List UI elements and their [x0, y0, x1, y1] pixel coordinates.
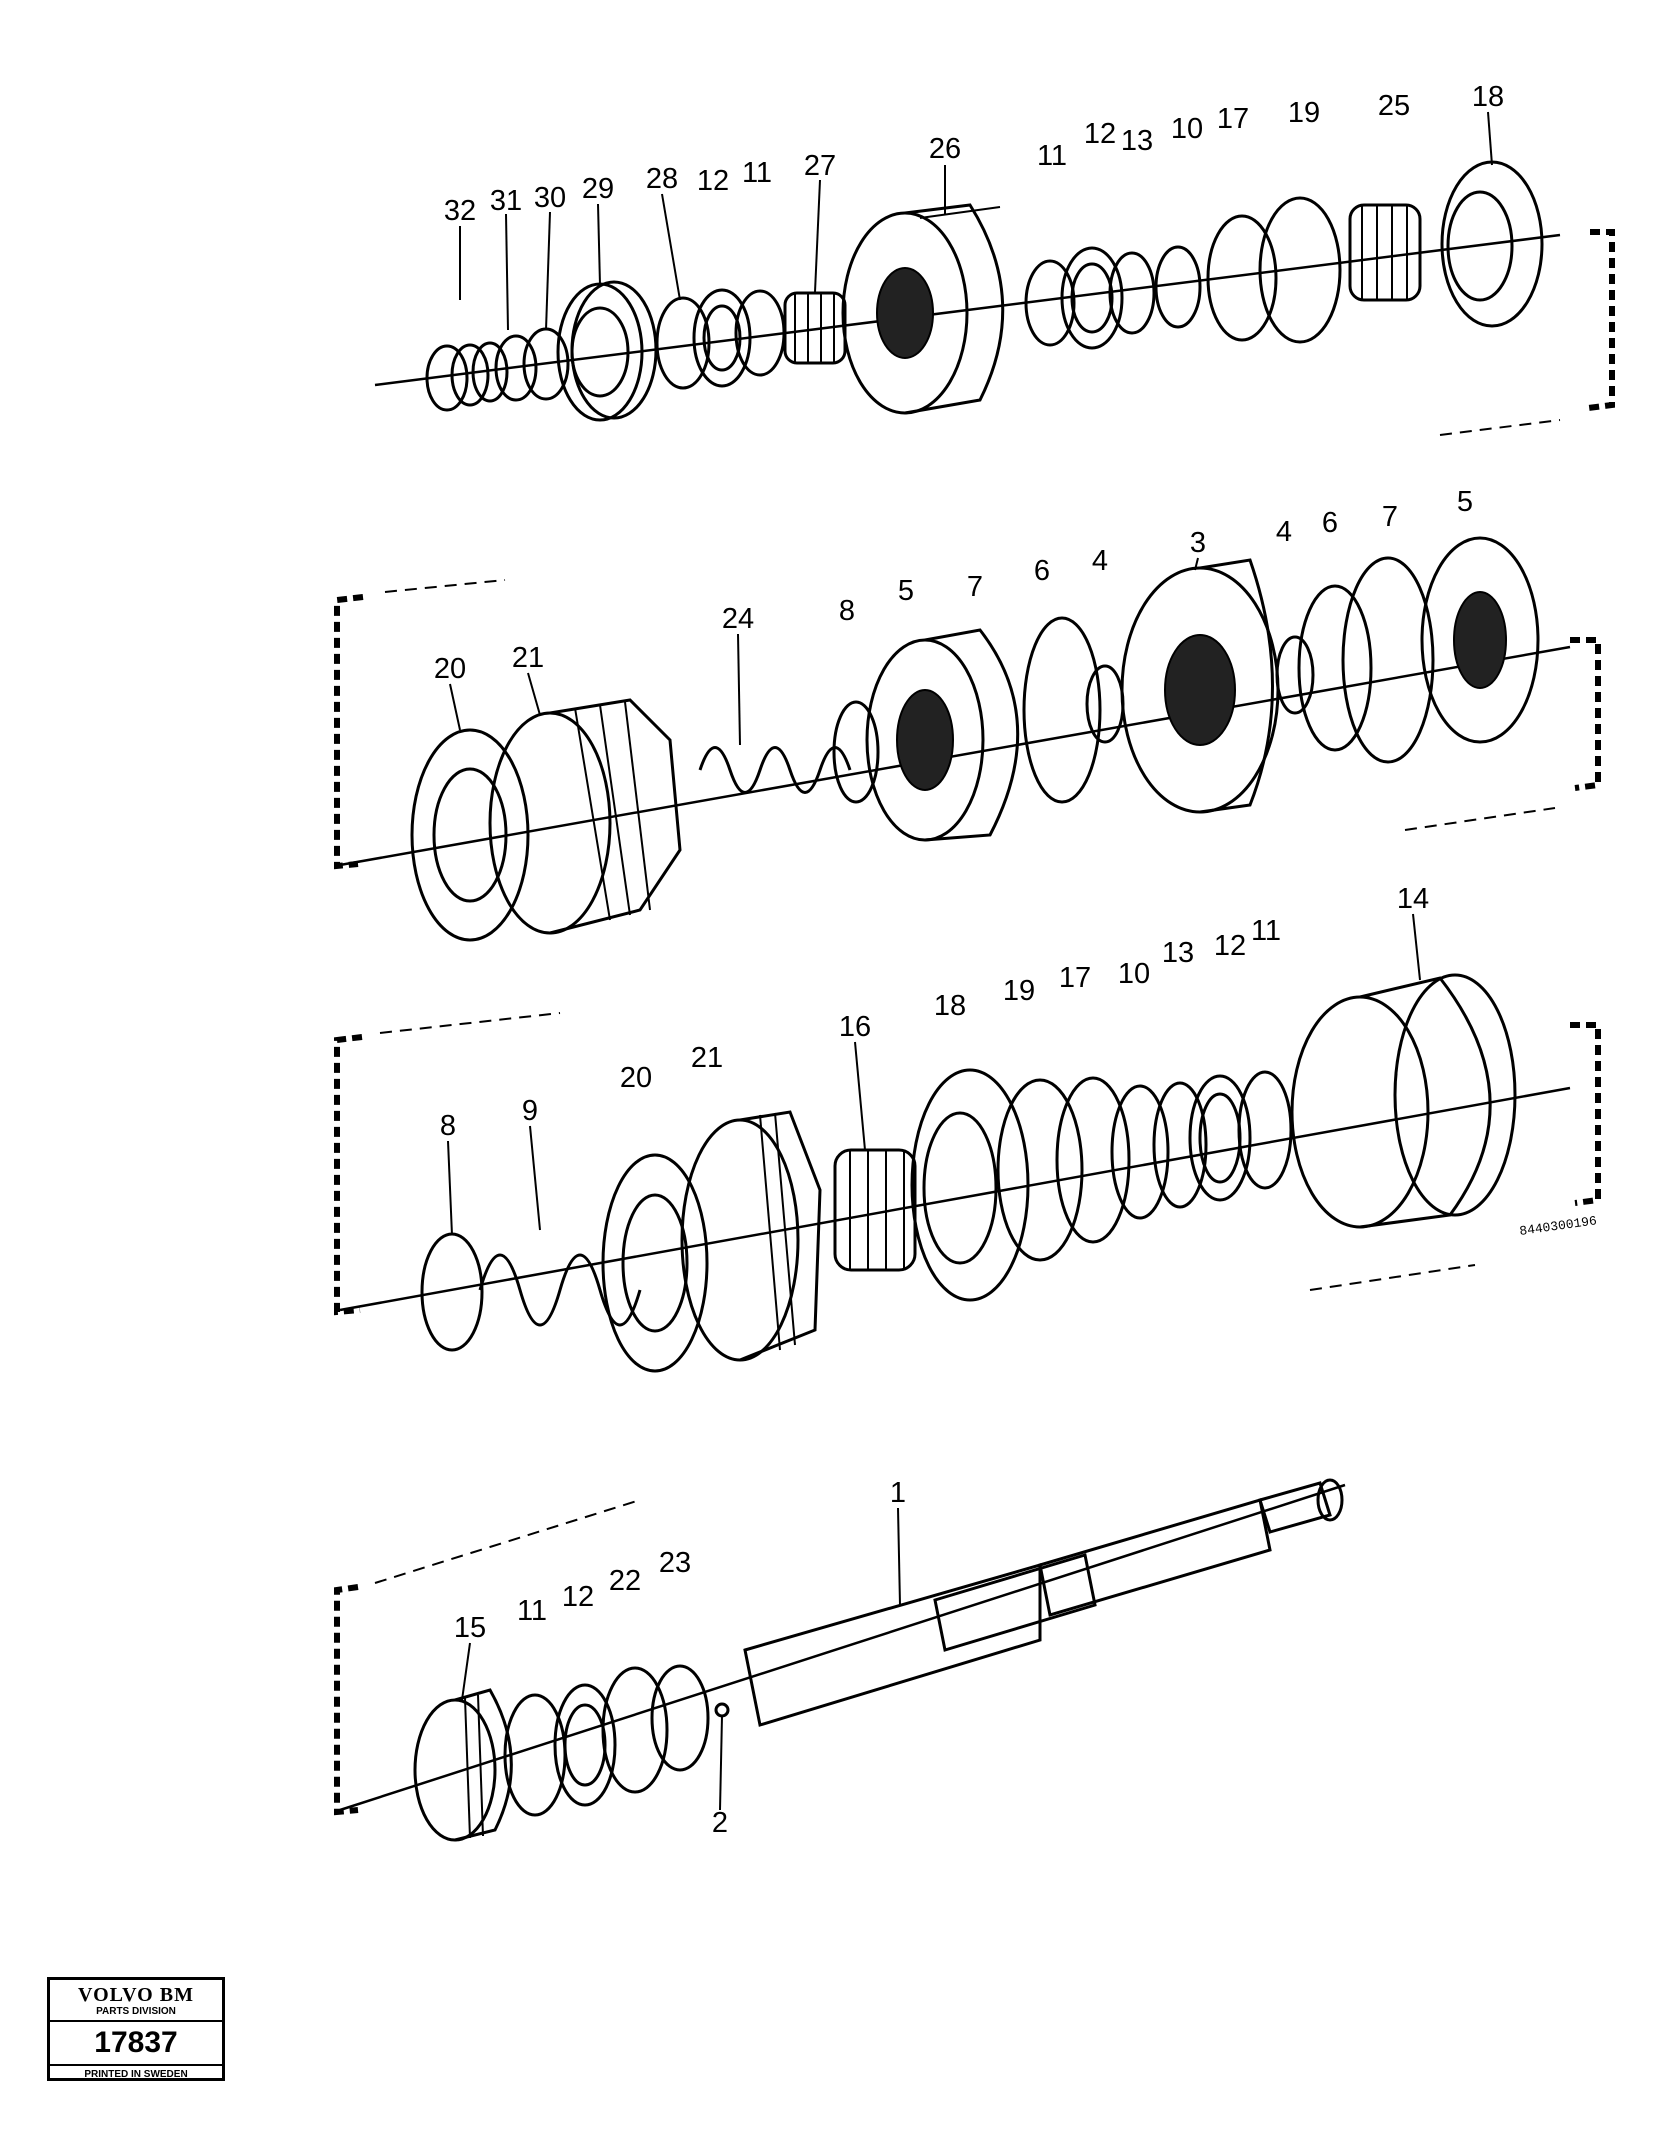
callout-row1-14: 19 — [1288, 97, 1320, 129]
callout-row1-0: 32 — [444, 195, 476, 227]
callout-row1-1: 31 — [490, 185, 522, 217]
callout-row2-0: 20 — [434, 653, 466, 685]
callout-row2-12: 5 — [1457, 486, 1473, 518]
callout-row3-4: 16 — [839, 1011, 871, 1043]
callout-row4-6: 2 — [712, 1807, 728, 1839]
assembly-row-4 — [334, 1478, 1346, 1842]
callout-row3-7: 17 — [1059, 962, 1091, 994]
callout-row3-2: 20 — [620, 1062, 652, 1094]
callout-row1-6: 11 — [742, 157, 772, 189]
callout-row3-9: 13 — [1162, 937, 1194, 969]
callout-row3-5: 18 — [934, 990, 966, 1022]
callout-row2-9: 4 — [1276, 516, 1292, 548]
part-callouts: 32 31 30 29 28 12 11 27 26 11 12 13 10 1… — [434, 81, 1504, 1839]
assembly-row-1 — [374, 160, 1615, 436]
callout-row2-10: 6 — [1322, 507, 1338, 539]
callout-row1-5: 12 — [697, 165, 729, 197]
callout-row1-15: 25 — [1378, 90, 1410, 122]
callout-row1-11: 13 — [1121, 125, 1153, 157]
callout-row3-3: 21 — [691, 1042, 723, 1074]
callout-row4-3: 22 — [609, 1565, 641, 1597]
callout-row1-12: 10 — [1171, 113, 1203, 145]
stamp-division: PARTS DIVISION — [50, 2006, 222, 2022]
drawing-reference-number: 8440300196 — [1518, 1213, 1597, 1239]
callout-row2-1: 21 — [512, 642, 544, 674]
callout-row4-4: 23 — [659, 1547, 691, 1579]
callout-row1-8: 26 — [929, 133, 961, 165]
callout-row4-0: 15 — [454, 1612, 486, 1644]
callout-row1-2: 30 — [534, 182, 566, 214]
stamp-number: 17837 — [50, 2022, 222, 2066]
callout-row3-12: 14 — [1397, 883, 1429, 915]
callout-row1-9: 11 — [1037, 140, 1067, 172]
callout-row3-11: 11 — [1251, 915, 1281, 947]
callout-row1-13: 17 — [1217, 103, 1249, 135]
callout-row1-10: 12 — [1084, 118, 1116, 150]
callout-row3-10: 12 — [1214, 930, 1246, 962]
callout-row1-4: 28 — [646, 163, 678, 195]
callout-row2-7: 4 — [1092, 545, 1108, 577]
callout-row3-0: 8 — [440, 1110, 456, 1142]
callout-row2-6: 6 — [1034, 555, 1050, 587]
callout-row2-5: 7 — [967, 571, 983, 603]
callout-row4-1: 11 — [517, 1595, 547, 1627]
callout-row2-8: 3 — [1190, 527, 1206, 559]
stamp-brand: VOLVO BM — [78, 1984, 194, 2006]
callout-row2-2: 24 — [722, 603, 754, 635]
callout-row3-8: 10 — [1118, 958, 1150, 990]
callout-row3-1: 9 — [522, 1095, 538, 1127]
callout-row1-16: 18 — [1472, 81, 1504, 113]
stamp-printed: PRINTED IN SWEDEN — [84, 2069, 188, 2080]
callout-row2-11: 7 — [1382, 501, 1398, 533]
callout-row4-2: 12 — [562, 1581, 594, 1613]
callout-row2-4: 5 — [898, 575, 914, 607]
assembly-row-2 — [334, 536, 1601, 942]
callout-row3-6: 19 — [1003, 975, 1035, 1007]
assembly-row-3: 8440300196 — [334, 973, 1601, 1373]
volvo-bm-stamp: VOLVO BM PARTS DIVISION 17837 PRINTED IN… — [47, 1977, 225, 2081]
callout-row1-7: 27 — [804, 150, 836, 182]
callout-row1-3: 29 — [582, 173, 614, 205]
callout-row2-3: 8 — [839, 595, 855, 627]
callout-row4-5: 1 — [890, 1477, 906, 1509]
leader-lines — [447, 111, 1493, 1811]
